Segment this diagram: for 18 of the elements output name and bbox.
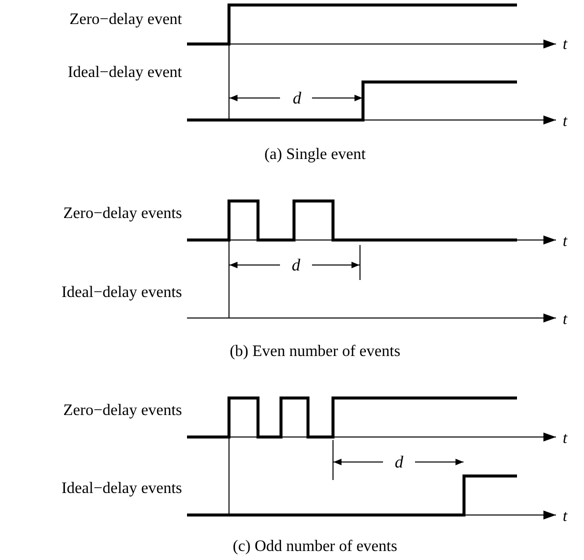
signal-label: Ideal−delay events — [61, 285, 182, 301]
signal-label: Zero−delay event — [69, 12, 182, 28]
axis-label: t — [562, 37, 568, 53]
axis-label: t — [562, 234, 568, 250]
dimension-label: d — [394, 454, 404, 470]
axis-label: t — [562, 509, 568, 525]
axis-label: t — [562, 312, 568, 328]
signal-label: Ideal−delay event — [68, 65, 182, 81]
axis-label: t — [562, 431, 568, 447]
signal-label: Zero−delay events — [63, 206, 182, 222]
subfigure-caption: (a) Single event — [264, 147, 366, 163]
subfigure-caption: (c) Odd number of events — [232, 539, 398, 555]
signal-label: Ideal−delay events — [61, 481, 182, 497]
axis-label: t — [562, 114, 568, 130]
subfigure-caption: (b) Even number of events — [230, 344, 400, 360]
dimension-label: d — [292, 256, 300, 274]
signal-label: Zero−delay events — [63, 403, 182, 419]
dimension-label: d — [292, 90, 302, 106]
